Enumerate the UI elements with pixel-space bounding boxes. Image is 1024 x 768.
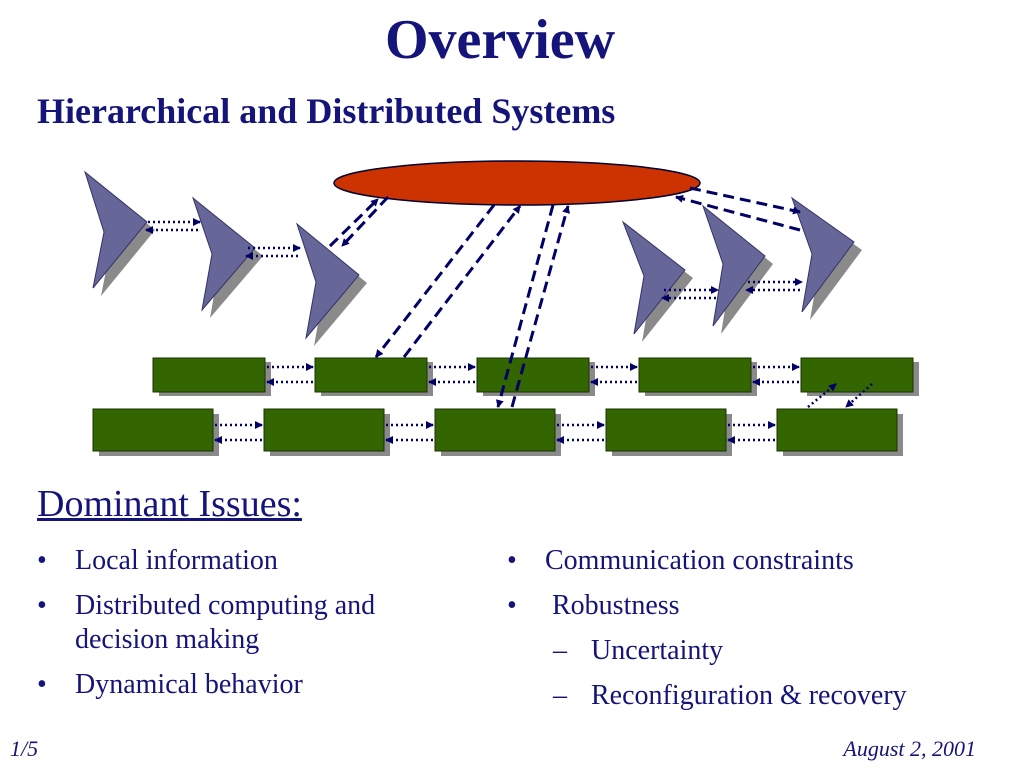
unit-row-2 [92,408,903,456]
bullet-item: • Distributed computing and decision maki… [37,589,457,657]
peer-links-chevrons [145,218,803,302]
bullet-marker: • [507,590,517,621]
bullet-marker: • [37,545,47,576]
central-node [333,160,701,206]
bullet-item: • Robustness [507,589,1007,623]
bullet-text: Uncertainty [591,635,724,666]
unit-row-1 [152,357,919,396]
peer-links-units [214,363,873,444]
right-bullet-list: •Communication constraints • Robustness … [507,544,1007,724]
left-bullet-list: • Local information • Distributed computin… [37,544,457,713]
bullet-item: • Communication constraints [507,544,1007,578]
slide-number: 1/5 [10,736,39,761]
bullet-marker: • [37,669,47,700]
bullet-text: Robustness [545,590,680,621]
slide-date: August 2, 2001 [843,736,976,761]
page-title: Overview [384,9,616,71]
chevron-agent-right-2 [701,204,773,334]
bullet-marker: • [37,590,47,621]
chevron-agent-left-2 [191,196,263,318]
bullet-text: Communication constraints [545,545,854,576]
bullet-text: Local information [75,545,278,576]
dash-marker: – [553,635,567,666]
bullet-item: • Local information [37,544,457,578]
bullet-text: Reconfiguration & recovery [591,680,907,711]
system-diagram [84,160,919,456]
dash-marker: – [553,680,567,711]
chevron-agent-right-1 [621,220,693,342]
bullet-marker: • [507,545,517,576]
bullet-item: • Dynamical behavior [37,668,457,702]
chevron-agent-left-1 [84,170,155,296]
chevron-agent-left-3 [295,222,367,346]
sub-bullet-item: –Reconfiguration & recovery [507,679,1007,713]
chevron-agent-right-3 [790,196,862,320]
bullet-text: Distributed computing and decision makin… [75,590,376,655]
page-subtitle: Hierarchical and Distributed Systems [37,91,616,131]
hierarchy-links [328,186,801,408]
sub-bullet-item: –Uncertainty [507,634,1007,668]
issues-heading: Dominant Issues: [37,483,302,525]
bullet-text: Dynamical behavior [75,669,303,700]
